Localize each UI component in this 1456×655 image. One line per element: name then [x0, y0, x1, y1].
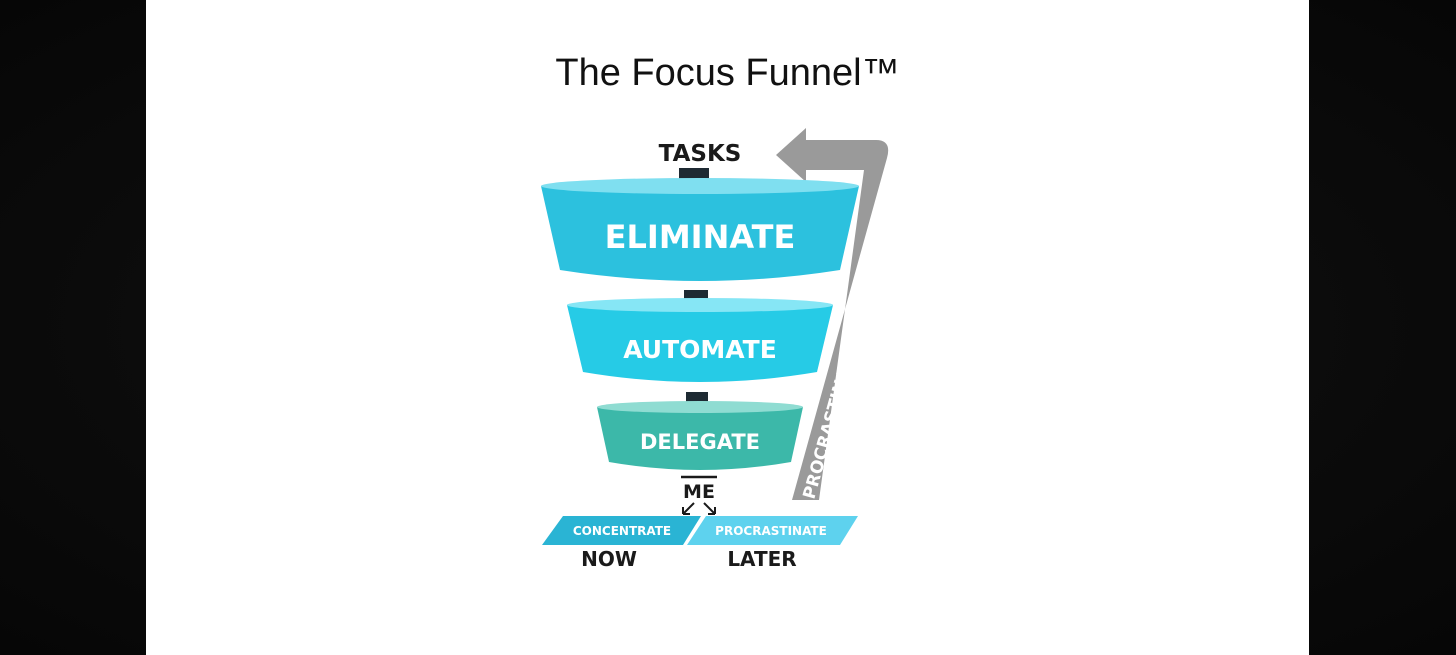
stage-eliminate-label: ELIMINATE	[605, 218, 796, 256]
arrow-right-icon	[703, 502, 716, 515]
stage-automate-rim	[567, 298, 833, 312]
stage-eliminate-body	[541, 186, 859, 281]
slide: The Focus Funnel™ PROCRASTINATE ON PURPO…	[146, 0, 1309, 655]
timing-later-label: LATER	[727, 547, 796, 571]
timing-now-label: NOW	[581, 547, 637, 571]
stage-automate-body	[567, 305, 833, 382]
stage-delegate-rim	[597, 401, 803, 413]
funnel-output-label: ME	[683, 481, 715, 503]
concentrate-banner	[542, 516, 701, 545]
procrastinate-banner-label: PROCRASTINATE	[715, 524, 827, 538]
stage-automate-label: AUTOMATE	[623, 335, 777, 364]
funnel-stage-automate: AUTOMATE	[567, 298, 833, 382]
loop-arrow-body	[776, 128, 889, 500]
procrastinate-banner	[687, 516, 858, 545]
outcome-concentrate: CONCENTRATE NOW	[542, 516, 701, 571]
concentrate-banner-label: CONCENTRATE	[573, 524, 671, 538]
split-arrows	[682, 502, 716, 515]
stage-delegate-body	[597, 407, 803, 470]
outcome-procrastinate: PROCRASTINATE LATER	[687, 516, 858, 571]
funnel-input-label: TASKS	[659, 141, 742, 167]
stage-eliminate-rim	[541, 178, 859, 194]
focus-funnel-diagram: PROCRASTINATE ON PURPOSE TASKS ELIMINATE	[541, 128, 893, 571]
funnel-stage-eliminate: ELIMINATE	[541, 178, 859, 281]
stage-delegate-label: DELEGATE	[640, 430, 760, 454]
arrow-left-icon	[682, 502, 695, 515]
funnel-stage-delegate: DELEGATE	[597, 401, 803, 470]
slide-title: The Focus Funnel™	[555, 52, 900, 94]
